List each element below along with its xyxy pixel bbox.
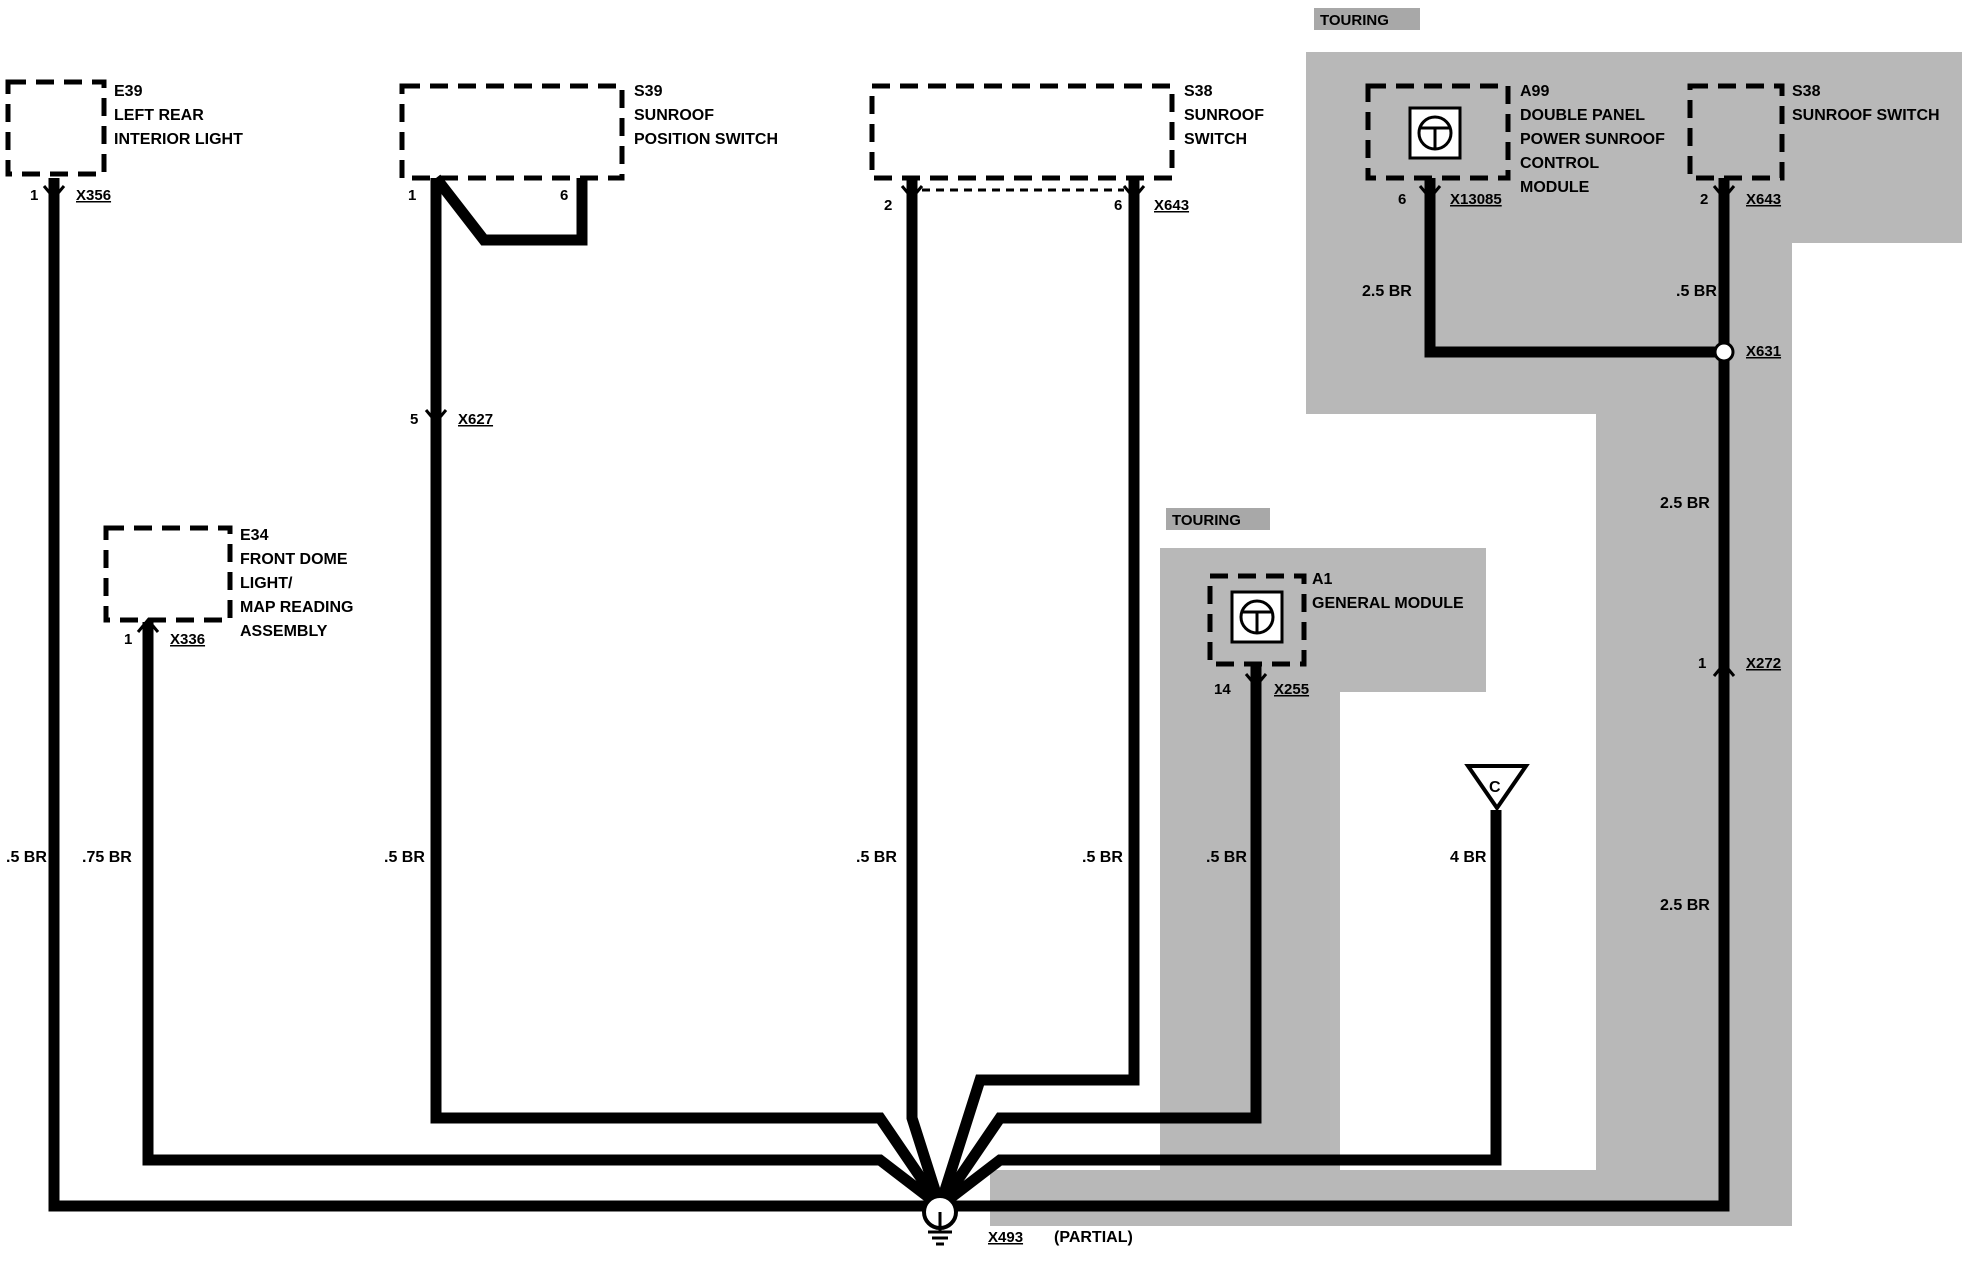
x255-connector-icon — [1244, 673, 1268, 689]
a99-name-line4: MODULE — [1520, 179, 1590, 196]
x272-label: X272 — [1746, 655, 1781, 672]
s39-component-box — [399, 83, 625, 181]
x255-label: X255 — [1274, 681, 1309, 698]
x356-connector-icon — [42, 185, 66, 201]
wire-e39-ground — [48, 178, 940, 1212]
touring-tag-top-text: TOURING — [1320, 12, 1389, 29]
a99-id: A99 — [1520, 83, 1549, 100]
wire-e34-ground — [142, 622, 944, 1211]
a99-pin: 6 — [1398, 191, 1406, 208]
wire-label-s38-pin6: .5 BR — [1082, 849, 1123, 866]
x643-connector-icon — [1122, 185, 1146, 201]
e34-name-line1: FRONT DOME — [240, 551, 348, 568]
x643-touring-label: X643 — [1746, 191, 1781, 208]
wire-s38-pin6-ground — [934, 178, 1140, 1208]
s39-pin-left: 1 — [408, 187, 416, 204]
wire-label-a99: 2.5 BR — [1362, 283, 1412, 300]
x631-splice-icon — [1713, 341, 1735, 363]
x627-label: X627 — [458, 411, 493, 428]
a1-pin: 14 — [1214, 681, 1231, 698]
s38-touring-name-line1: SUNROOF SWITCH — [1792, 107, 1940, 124]
s38-name-line1: SUNROOF — [1184, 107, 1264, 124]
x627-connector-icon — [424, 409, 448, 425]
x272-pin: 1 — [1698, 655, 1706, 672]
wire-a99-x631 — [1424, 178, 1724, 358]
touring-tag-mid-text: TOURING — [1172, 512, 1241, 529]
e34-name-line3: MAP READING — [240, 599, 354, 616]
wire-label-s38-touring: .5 BR — [1676, 283, 1717, 300]
x643-touring-connector-icon — [1712, 185, 1736, 201]
touring-region-mid — [1160, 548, 1486, 1226]
x13085-connector-icon — [1418, 185, 1442, 201]
e39-id: E39 — [114, 83, 143, 100]
s38-name-line2: SWITCH — [1184, 131, 1247, 148]
e34-name-line4: ASSEMBLY — [240, 623, 328, 640]
s39-name-line1: SUNROOF — [634, 107, 714, 124]
wire-s38-touring-ground — [940, 178, 1730, 1212]
a1-id: A1 — [1312, 571, 1333, 588]
s38-touring-component-box — [1687, 83, 1785, 181]
s39-id: S39 — [634, 83, 663, 100]
x13085-label: X13085 — [1450, 191, 1502, 208]
a1-name-line1: GENERAL MODULE — [1312, 595, 1464, 612]
wire-label-x631-x272: 2.5 BR — [1660, 495, 1710, 512]
e34-id: E34 — [240, 527, 269, 544]
s39-name-line2: POSITION SWITCH — [634, 131, 778, 148]
x336-connector-icon — [136, 617, 160, 633]
s38-touring-pin: 2 — [1700, 191, 1708, 208]
e39-name-line1: LEFT REAR — [114, 107, 204, 124]
wire-s39-ground — [430, 178, 945, 1210]
touring-region-bottom — [990, 1170, 1792, 1226]
e34-component-box — [103, 525, 233, 623]
a99-name-line3: CONTROL — [1520, 155, 1599, 172]
x493-label: X493 — [988, 1229, 1023, 1246]
x627-pin: 5 — [410, 411, 418, 428]
e39-pin: 1 — [30, 187, 38, 204]
touring-tag-mid: TOURING — [1166, 508, 1270, 530]
x272-connector-icon — [1712, 661, 1736, 677]
wire-label-a1: .5 BR — [1206, 849, 1247, 866]
s39-pin-right: 6 — [560, 187, 568, 204]
wire-a1-ground — [935, 666, 1262, 1210]
touring-tag-top: TOURING — [1314, 8, 1420, 30]
wire-offpage-c-ground — [936, 810, 1502, 1211]
x631-label: X631 — [1746, 343, 1781, 360]
touring-region-top — [1306, 52, 1962, 1226]
s38-connector-label: X643 — [1154, 197, 1189, 214]
wire-label-e34: .75 BR — [82, 849, 132, 866]
wire-label-e39: .5 BR — [6, 849, 47, 866]
x493-note: (PARTIAL) — [1054, 1229, 1133, 1246]
a99-name-line1: DOUBLE PANEL — [1520, 107, 1645, 124]
wire-label-s38-pin2: .5 BR — [856, 849, 897, 866]
s38-id: S38 — [1184, 83, 1213, 100]
e34-pin: 1 — [124, 631, 132, 648]
a99-component-box — [1365, 83, 1511, 181]
a1-component-box — [1207, 573, 1307, 667]
wire-s39-pin-loop — [431, 174, 588, 246]
s38-component-box — [869, 83, 1175, 181]
e39-name-line2: INTERIOR LIGHT — [114, 131, 243, 148]
x356-label: X356 — [76, 187, 111, 204]
s38-pin-left: 2 — [884, 197, 892, 214]
s38-pin2-connector-icon — [900, 185, 924, 201]
offpage-connector-c-label: C — [1489, 779, 1501, 796]
a99-module-icon — [1408, 106, 1462, 160]
wire-label-s39: .5 BR — [384, 849, 425, 866]
e39-component-box — [5, 79, 107, 177]
a1-module-icon — [1230, 590, 1284, 644]
e34-name-line2: LIGHT/ — [240, 575, 293, 592]
ground-x493-icon — [922, 1194, 958, 1246]
wire-label-x272-ground: 2.5 BR — [1660, 897, 1710, 914]
offpage-connector-c: C — [1464, 764, 1530, 812]
wire-label-offpage-c: 4 BR — [1450, 849, 1487, 866]
a99-name-line2: POWER SUNROOF — [1520, 131, 1665, 148]
s38-touring-id: S38 — [1792, 83, 1821, 100]
s38-pin-right: 6 — [1114, 197, 1122, 214]
x336-label: X336 — [170, 631, 205, 648]
wire-s38-pin2-ground — [906, 178, 946, 1208]
